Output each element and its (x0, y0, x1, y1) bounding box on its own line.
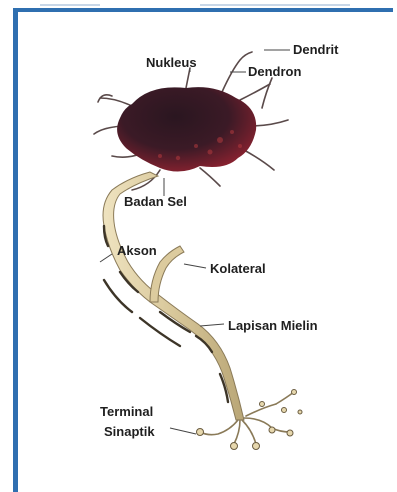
label-terminal: Terminal (100, 404, 153, 419)
label-akson: Akson (117, 243, 157, 258)
label-sinaptik: Sinaptik (104, 424, 155, 439)
dendrite-right-low (244, 150, 274, 170)
akson-pointer (100, 254, 112, 262)
label-kolateral: Kolateral (210, 261, 266, 276)
frame (13, 4, 393, 492)
label-lapisan-mielin: Lapisan Mielin (228, 318, 318, 333)
frame-top-accent-2 (200, 4, 350, 6)
dendrite-bottom-right (200, 168, 220, 186)
frame-top-accent (40, 4, 100, 6)
frame-top-bar (13, 8, 393, 12)
label-dendron: Dendron (248, 64, 302, 79)
label-nukleus: Nukleus (146, 55, 197, 70)
terminal-pointer (170, 428, 196, 434)
label-dendrit: Dendrit (293, 42, 339, 57)
cell-body (117, 87, 256, 171)
dendrite-right-branch (262, 78, 272, 108)
kolateral-pointer (184, 264, 206, 268)
lapisan-mielin-pointer (200, 324, 224, 326)
frame-left-bar (13, 8, 18, 492)
dendrite-top (186, 68, 190, 88)
label-badan-sel: Badan Sel (124, 194, 187, 209)
terminal-branches (200, 392, 294, 444)
